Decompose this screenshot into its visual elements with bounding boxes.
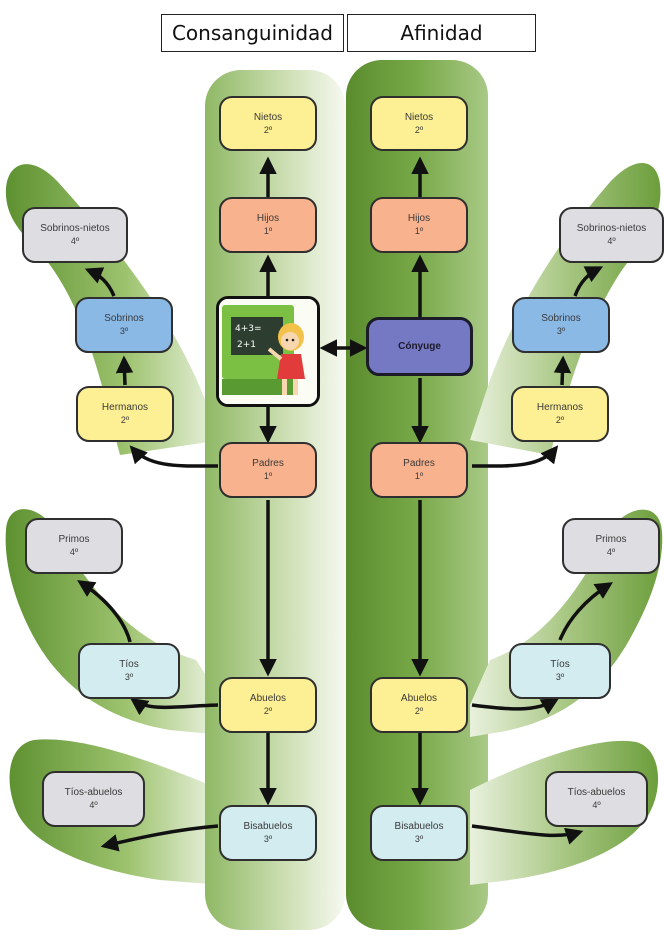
svg-text:4+3=: 4+3=	[235, 324, 262, 334]
arrow-right-sobrinos-sobrinos-nietos	[573, 266, 604, 297]
node-label: Primos	[58, 534, 90, 545]
node-left-abuelos: Abuelos 2º	[219, 677, 317, 733]
node-right-conyuge: Cónyuge	[366, 317, 473, 376]
node-label: Padres	[403, 458, 435, 469]
arrow-left-abuelos-tios	[130, 697, 219, 716]
arrow-left-sobrinos-sobrinos-nietos	[84, 267, 116, 297]
node-label: Sobrinos	[104, 313, 144, 324]
node-right-primos: Primos 4º	[562, 518, 660, 574]
node-label: Abuelos	[400, 693, 438, 704]
node-degree: 3º	[263, 834, 273, 844]
arrow-left-tios-primos	[77, 580, 132, 643]
node-label: Nietos	[253, 111, 283, 123]
node-label: Hermanos	[101, 402, 149, 413]
node-degree: 2º	[120, 415, 130, 425]
svg-text:2+1: 2+1	[237, 340, 256, 350]
node-degree: 3º	[124, 672, 134, 682]
ego-photo: 4+3= 2+1	[216, 296, 320, 407]
girl-at-chalkboard-icon: 4+3= 2+1	[219, 299, 317, 404]
node-left-padres: Padres 1º	[219, 442, 317, 498]
node-label: Cónyuge	[398, 341, 441, 352]
node-degree: 4º	[89, 800, 98, 810]
node-label: Sobrinos-nietos	[40, 223, 110, 234]
node-label: Hermanos	[536, 402, 584, 413]
arrow-right-hermanos-sobrinos	[553, 355, 572, 386]
node-label: Nietos	[404, 111, 434, 123]
arrow-right-bisabuelos-tios-abuelos	[471, 824, 584, 845]
node-label: Tíos-abuelos	[64, 787, 123, 798]
node-degree: 2º	[414, 706, 424, 716]
node-left-sobrinos-nietos: Sobrinos-nietos 4º	[22, 207, 128, 263]
node-left-nietos: Nietos 2º	[219, 96, 317, 151]
node-left-tios-abuelos: Tíos-abuelos 4º	[42, 771, 145, 827]
node-degree: 4º	[69, 547, 79, 557]
node-label: Primos	[595, 534, 627, 545]
node-degree: 2º	[555, 415, 565, 425]
node-degree: 4º	[70, 236, 80, 246]
node-right-sobrinos-nietos: Sobrinos-nietos 4º	[559, 207, 664, 263]
node-right-bisabuelos: Bisabuelos 3º	[370, 805, 468, 861]
node-right-tios-abuelos: Tíos-abuelos 4º	[545, 771, 648, 827]
arrow-left-padres-hermanos	[129, 445, 219, 468]
arrow-left-hermanos-sobrinos	[115, 355, 134, 386]
node-label: Hijos	[256, 213, 280, 224]
node-right-nietos: Nietos 2º	[370, 96, 468, 151]
arrow-right-padres-hermanos	[471, 445, 559, 468]
node-label: Bisabuelos	[394, 821, 444, 832]
node-left-primos: Primos 4º	[25, 518, 123, 574]
node-right-sobrinos: Sobrinos 3º	[512, 297, 610, 353]
node-label: Padres	[252, 458, 284, 469]
arrow-right-abuelos-tios	[471, 698, 560, 715]
node-degree: 2º	[263, 706, 273, 716]
arrow-left-bisabuelos-tios-abuelos	[100, 824, 219, 852]
node-left-hermanos: Hermanos 2º	[76, 386, 174, 442]
node-right-padres: Padres 1º	[370, 442, 468, 498]
node-right-hijos: Hijos 1º	[370, 197, 468, 253]
node-left-hijos: Hijos 1º	[219, 197, 317, 253]
relation-arrows	[77, 156, 613, 852]
arrow-right-tios-primos	[558, 582, 613, 641]
node-degree: 4º	[607, 236, 616, 246]
node-degree: 3º	[555, 672, 565, 682]
node-degree: 1º	[414, 226, 424, 236]
node-left-bisabuelos: Bisabuelos 3º	[219, 805, 317, 861]
node-degree: 4º	[606, 547, 616, 557]
node-label: Tíos	[550, 659, 570, 670]
node-label: Sobrinos	[541, 313, 581, 324]
node-right-abuelos: Abuelos 2º	[370, 677, 468, 733]
node-degree: 2º	[414, 124, 424, 135]
node-degree: 3º	[414, 834, 424, 844]
node-label: Bisabuelos	[243, 821, 293, 832]
node-degree: 3º	[119, 326, 129, 336]
node-label: Tíos-abuelos	[567, 787, 626, 798]
node-degree: 1º	[414, 471, 424, 481]
node-degree: 1º	[263, 226, 273, 236]
node-right-tios: Tíos 3º	[509, 643, 611, 699]
header-consanguinidad: Consanguinidad	[161, 14, 344, 52]
node-left-tios: Tíos 3º	[78, 643, 180, 699]
header-afinidad: Afinidad	[347, 14, 536, 52]
node-right-hermanos: Hermanos 2º	[511, 386, 609, 442]
node-degree: 2º	[263, 124, 273, 135]
node-degree: 1º	[263, 471, 273, 481]
node-degree: 3º	[556, 326, 566, 336]
node-label: Hijos	[407, 213, 431, 224]
node-label: Tíos	[119, 659, 139, 670]
node-label: Abuelos	[249, 693, 287, 704]
node-left-sobrinos: Sobrinos 3º	[75, 297, 173, 353]
node-label: Sobrinos-nietos	[576, 223, 647, 234]
node-degree: 4º	[592, 800, 601, 810]
